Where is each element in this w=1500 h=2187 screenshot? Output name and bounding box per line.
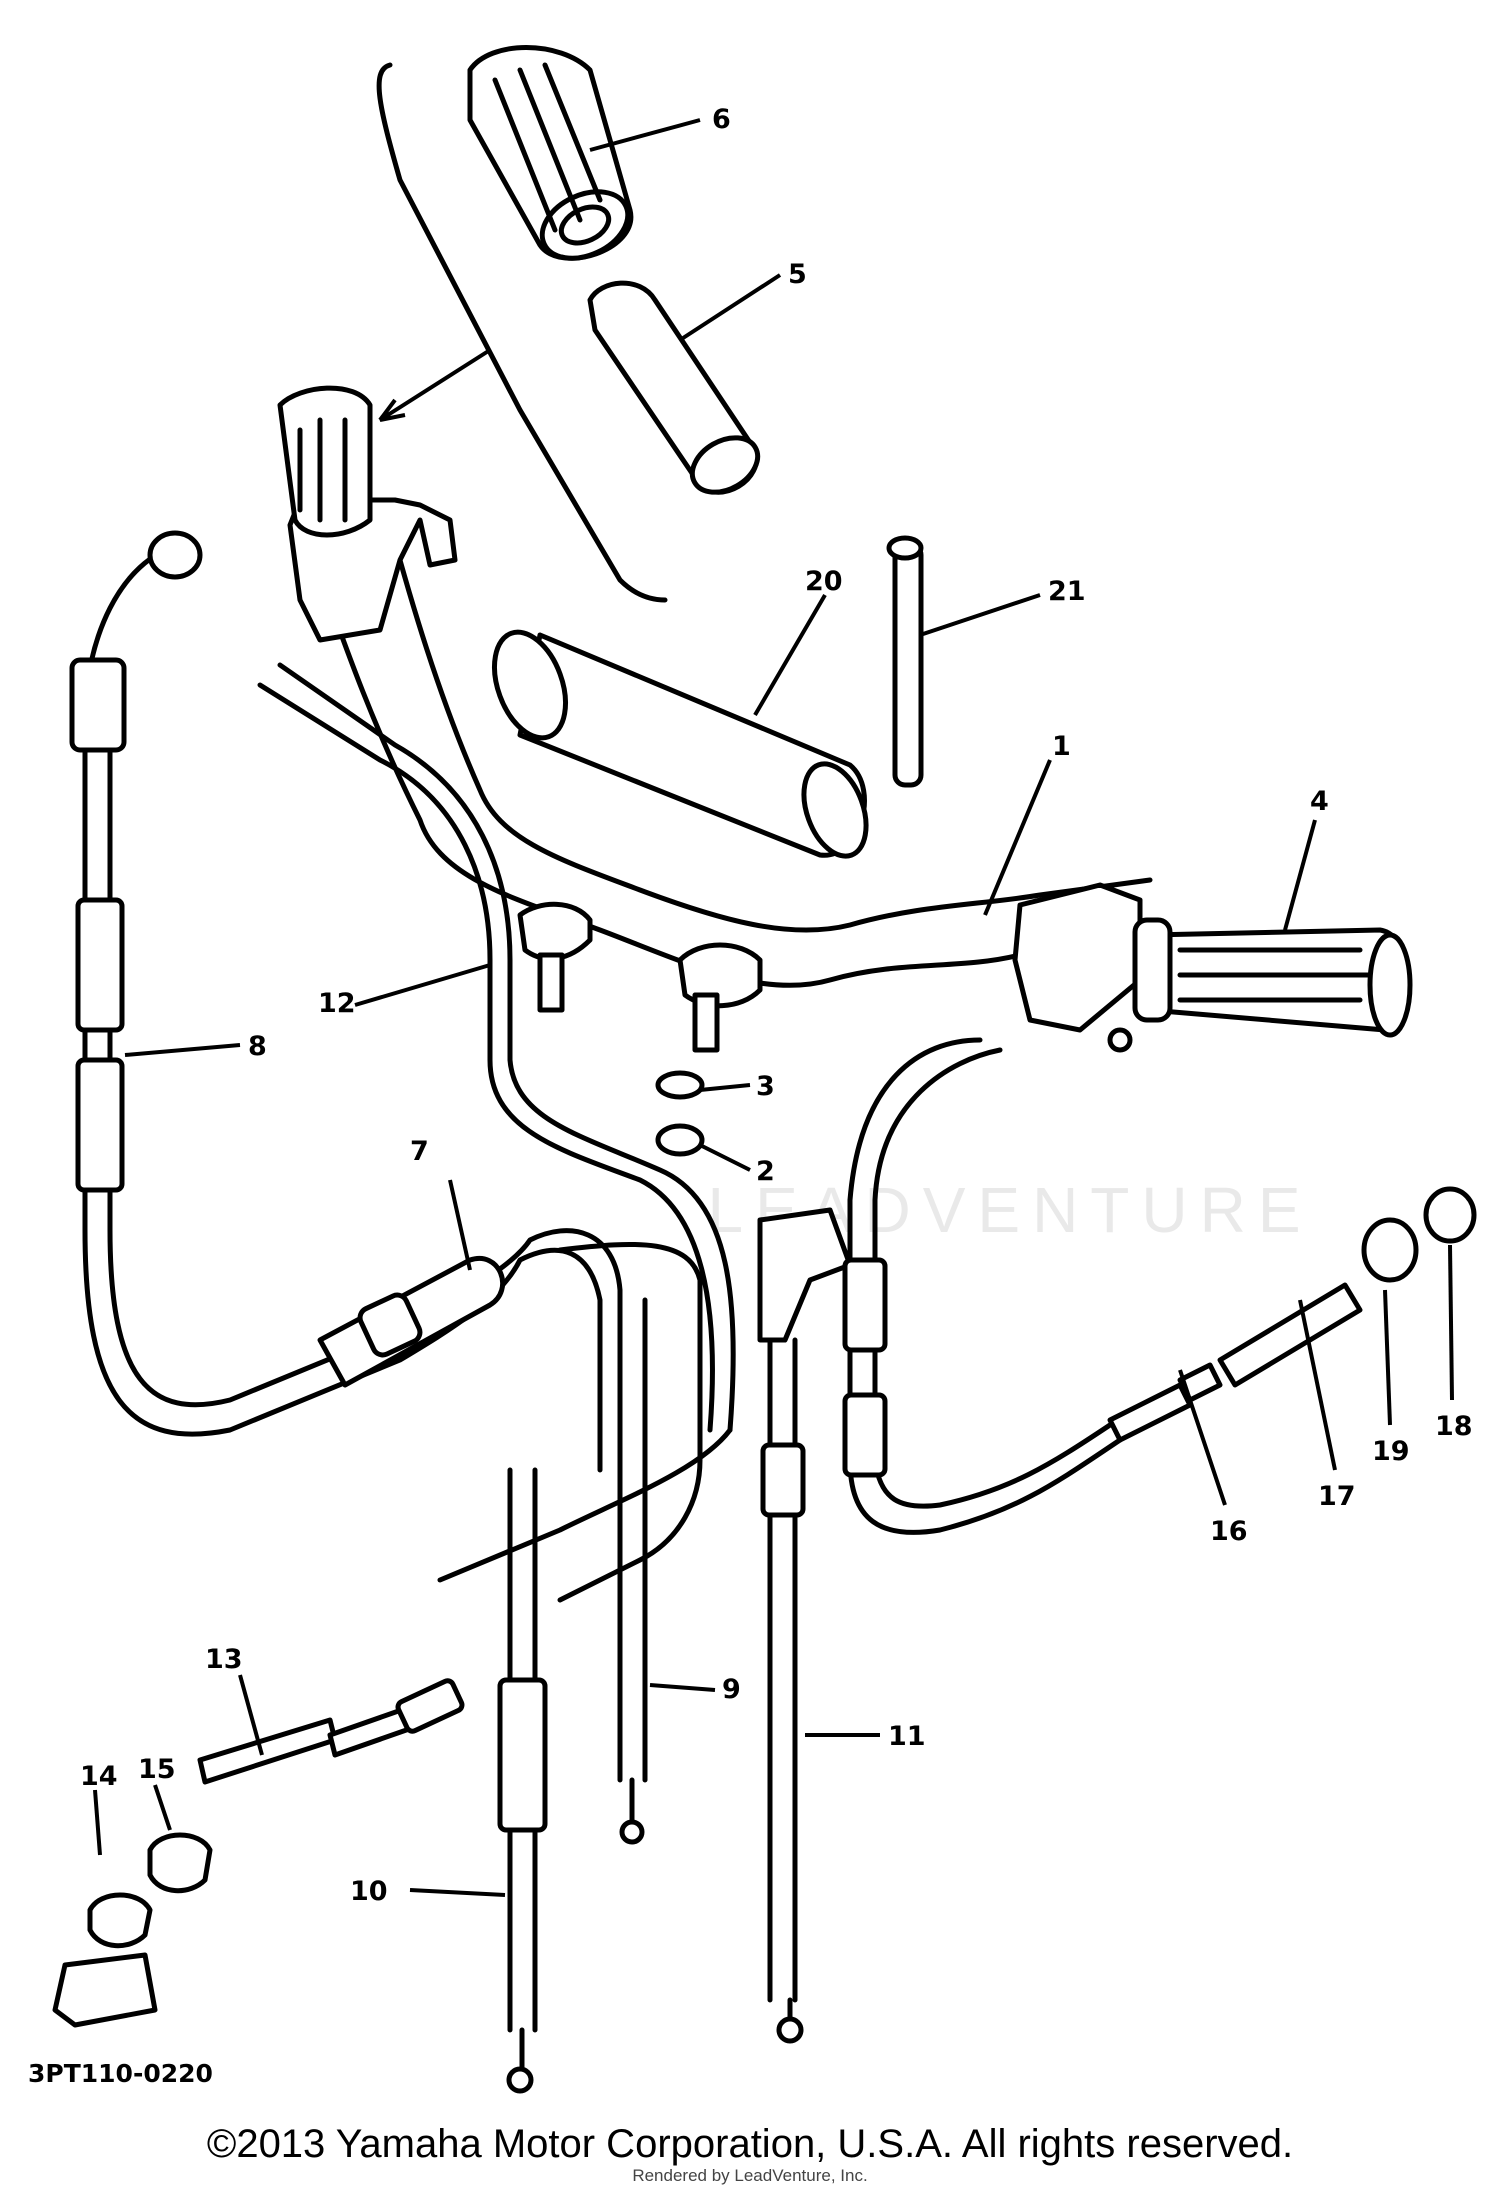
callout-21: 21 <box>1048 576 1086 607</box>
throttle-sleeve <box>587 280 761 495</box>
callout-13: 13 <box>205 1644 243 1675</box>
callout-10: 10 <box>350 1876 388 1907</box>
callout-18: 18 <box>1435 1411 1473 1442</box>
callout-6: 6 <box>712 104 731 135</box>
callout-19: 19 <box>1372 1436 1410 1467</box>
part-code: 3PT110-0220 <box>28 2059 213 2088</box>
callout-8: 8 <box>248 1031 267 1062</box>
adjuster-nut-19 <box>1361 1217 1419 1283</box>
callout-12: 12 <box>318 988 356 1019</box>
callout-11: 11 <box>888 1721 926 1752</box>
callout-17: 17 <box>1318 1481 1356 1512</box>
leader-lines <box>93 118 1454 1897</box>
adjuster-cap <box>147 1832 213 1894</box>
copyright-notice: ©2013 Yamaha Motor Corporation, U.S.A. A… <box>206 2122 1294 2166</box>
callout-16: 16 <box>1210 1516 1248 1547</box>
callout-14: 14 <box>80 1761 118 1792</box>
adjuster-cap-18 <box>1423 1186 1477 1244</box>
callouts: 6 5 1 20 21 4 3 2 8 7 12 10 9 11 13 15 1… <box>80 104 1473 1907</box>
cable-10 <box>497 1467 548 2094</box>
callout-1: 1 <box>1052 731 1071 762</box>
callout-5: 5 <box>788 259 807 290</box>
callout-2: 2 <box>756 1156 775 1187</box>
callout-3: 3 <box>756 1071 775 1102</box>
cable-13 <box>197 1427 733 1785</box>
cable-12 <box>257 662 736 1433</box>
callout-9: 9 <box>722 1674 741 1705</box>
callout-4: 4 <box>1310 786 1329 817</box>
cable-11 <box>757 1207 853 2044</box>
left-grip-installed <box>277 385 373 538</box>
callout-7: 7 <box>410 1136 429 1167</box>
bolt <box>886 535 924 788</box>
callout-15: 15 <box>138 1754 176 1785</box>
cable-7 <box>317 1241 703 1603</box>
throttle-cable <box>842 1037 1363 1535</box>
cable-9 <box>617 1297 648 1845</box>
cable-end <box>1107 1027 1133 1053</box>
right-grip <box>1132 917 1413 1038</box>
callout-20: 20 <box>805 566 843 597</box>
washer <box>655 1070 705 1100</box>
bracket <box>52 1952 158 2028</box>
grip-cover <box>492 629 869 859</box>
rendered-by: Rendered by LeadVenture, Inc. <box>632 2166 868 2185</box>
nut <box>655 1123 705 1157</box>
adjuster-nut <box>87 1892 153 1949</box>
exploded-grip <box>467 45 634 261</box>
